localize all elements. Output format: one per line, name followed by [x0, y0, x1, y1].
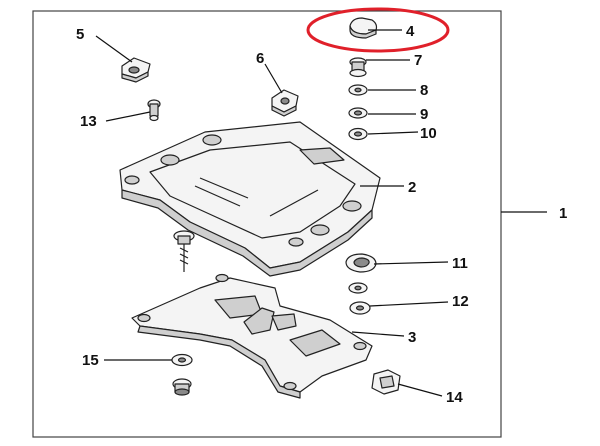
label-part-9: 9 [420, 106, 428, 123]
label-part-2: 2 [408, 179, 416, 196]
part-2-top-plate [119, 121, 381, 277]
part-5-cap [121, 57, 151, 83]
label-part-15: 15 [82, 352, 99, 369]
part-14-rubber-block [371, 369, 401, 395]
leader-lines [95, 29, 449, 397]
label-part-7: 7 [414, 52, 422, 69]
part-9-washer [348, 107, 368, 119]
label-part-8: 8 [420, 82, 428, 99]
part-11-grommet [345, 253, 377, 273]
diagram-frame [32, 10, 502, 438]
label-part-4: 4 [406, 23, 415, 40]
part-3-bottom-bracket [131, 273, 373, 399]
label-part-14: 14 [446, 389, 463, 406]
label-part-12: 12 [452, 293, 469, 310]
part-10-washer [348, 127, 368, 141]
label-part-1: 1 [559, 205, 567, 222]
label-part-5: 5 [76, 26, 84, 43]
label-part-6: 6 [256, 50, 264, 67]
part-6-cap [271, 89, 299, 117]
label-part-13: 13 [80, 113, 97, 130]
long-bolt [173, 230, 195, 272]
part-4-plug [349, 17, 378, 39]
part-13-pin [147, 99, 161, 122]
label-part-11: 11 [452, 255, 468, 272]
part-12-washers [348, 282, 371, 315]
label-part-10: 10 [420, 125, 437, 142]
part-8-washer [348, 84, 368, 96]
label-part-3: 3 [408, 329, 416, 346]
highlight-ellipse [306, 7, 450, 53]
part-7-bolt [349, 57, 367, 78]
part-15-washer-bushing [171, 353, 193, 396]
